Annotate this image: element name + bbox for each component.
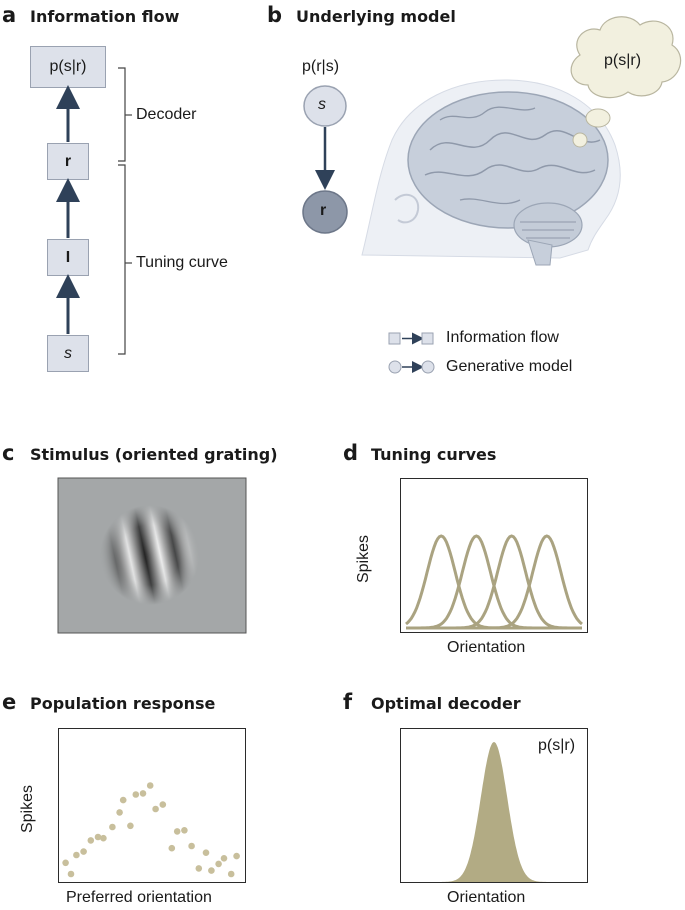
decoder-xlabel: Orientation — [447, 889, 526, 906]
likelihood-label: p(r|s) — [302, 58, 340, 75]
population-dot — [119, 796, 127, 804]
panel-f-letter: f — [343, 690, 353, 714]
I-box: I — [47, 239, 89, 276]
node-s-label: s — [318, 96, 326, 113]
thought-dot-small — [572, 132, 588, 148]
population-dot — [159, 801, 167, 808]
legend-circle-1 — [388, 360, 402, 374]
population-dot — [181, 827, 188, 834]
population-dot — [127, 822, 134, 830]
s-box: s — [47, 335, 89, 372]
population-dot — [62, 859, 69, 867]
node-r-label: r — [320, 202, 327, 219]
population-dot — [188, 842, 195, 850]
panel-d-title: Tuning curves — [371, 445, 497, 464]
population-dot — [132, 791, 140, 798]
population-dot — [100, 834, 107, 842]
brainstem-icon — [527, 239, 553, 266]
panel-c-letter: c — [2, 441, 15, 465]
posterior-box: p(s|r) — [30, 46, 106, 88]
tuning-curve-label: Tuning curve — [136, 254, 228, 271]
population-dot — [109, 823, 116, 831]
posterior-label: p(s|r) — [49, 58, 87, 75]
population-dot — [202, 849, 210, 856]
panel-b-title: Underlying model — [296, 7, 456, 26]
panel-a-letter: a — [2, 3, 17, 27]
population-dot — [87, 837, 95, 844]
node-s — [303, 85, 347, 127]
panel-f-title: Optimal decoder — [371, 694, 521, 713]
brain-icon — [407, 91, 609, 229]
decoder-label: Decoder — [136, 106, 197, 123]
tuning-bracket — [118, 164, 126, 355]
panel-b-letter: b — [267, 3, 283, 27]
legend-info-flow: Information flow — [446, 329, 559, 346]
legend-circle-2 — [421, 360, 435, 374]
decoder-plot-frame — [400, 728, 588, 883]
population-dot — [139, 790, 147, 797]
population-dot — [152, 805, 159, 813]
population-dot — [94, 833, 102, 841]
population-plot-frame — [58, 728, 246, 883]
population-dot — [67, 870, 75, 878]
population-dot — [168, 844, 176, 852]
thought-label: p(s|r) — [604, 52, 642, 69]
population-xlabel: Preferred orientation — [66, 889, 212, 906]
posterior-curve — [400, 742, 588, 882]
population-dot — [208, 867, 215, 874]
legend-square-1 — [388, 332, 401, 345]
population-dot — [80, 848, 87, 855]
r-box: r — [47, 143, 89, 180]
tuning-xlabel: Orientation — [447, 639, 526, 656]
panel-e-title: Population response — [30, 694, 216, 713]
ear-icon — [394, 193, 420, 224]
panel-a-title: Information flow — [30, 7, 180, 26]
thought-cloud — [570, 16, 682, 99]
tuning-curve-4 — [406, 534, 583, 630]
I-label: I — [65, 248, 71, 266]
panel-c-title: Stimulus (oriented grating) — [30, 445, 278, 464]
population-dot — [146, 782, 154, 789]
population-dot — [233, 852, 240, 860]
panel-e-letter: e — [2, 690, 17, 714]
legend-generative-model: Generative model — [446, 358, 573, 375]
population-dot — [195, 865, 203, 872]
population-dot — [227, 870, 235, 878]
s-label: s — [64, 344, 72, 362]
legend-square-2 — [421, 332, 434, 345]
r-label: r — [64, 152, 72, 170]
thought-dot-medium — [585, 108, 611, 128]
decoder-annotation: p(s|r) — [538, 737, 576, 754]
population-dot — [73, 851, 80, 859]
population-dot — [173, 828, 181, 835]
panel-d-letter: d — [343, 441, 359, 465]
node-r — [302, 190, 348, 234]
population-dot — [220, 855, 228, 862]
population-dot — [116, 809, 123, 816]
population-dot — [215, 860, 222, 868]
tuning-plot-frame — [400, 478, 588, 633]
